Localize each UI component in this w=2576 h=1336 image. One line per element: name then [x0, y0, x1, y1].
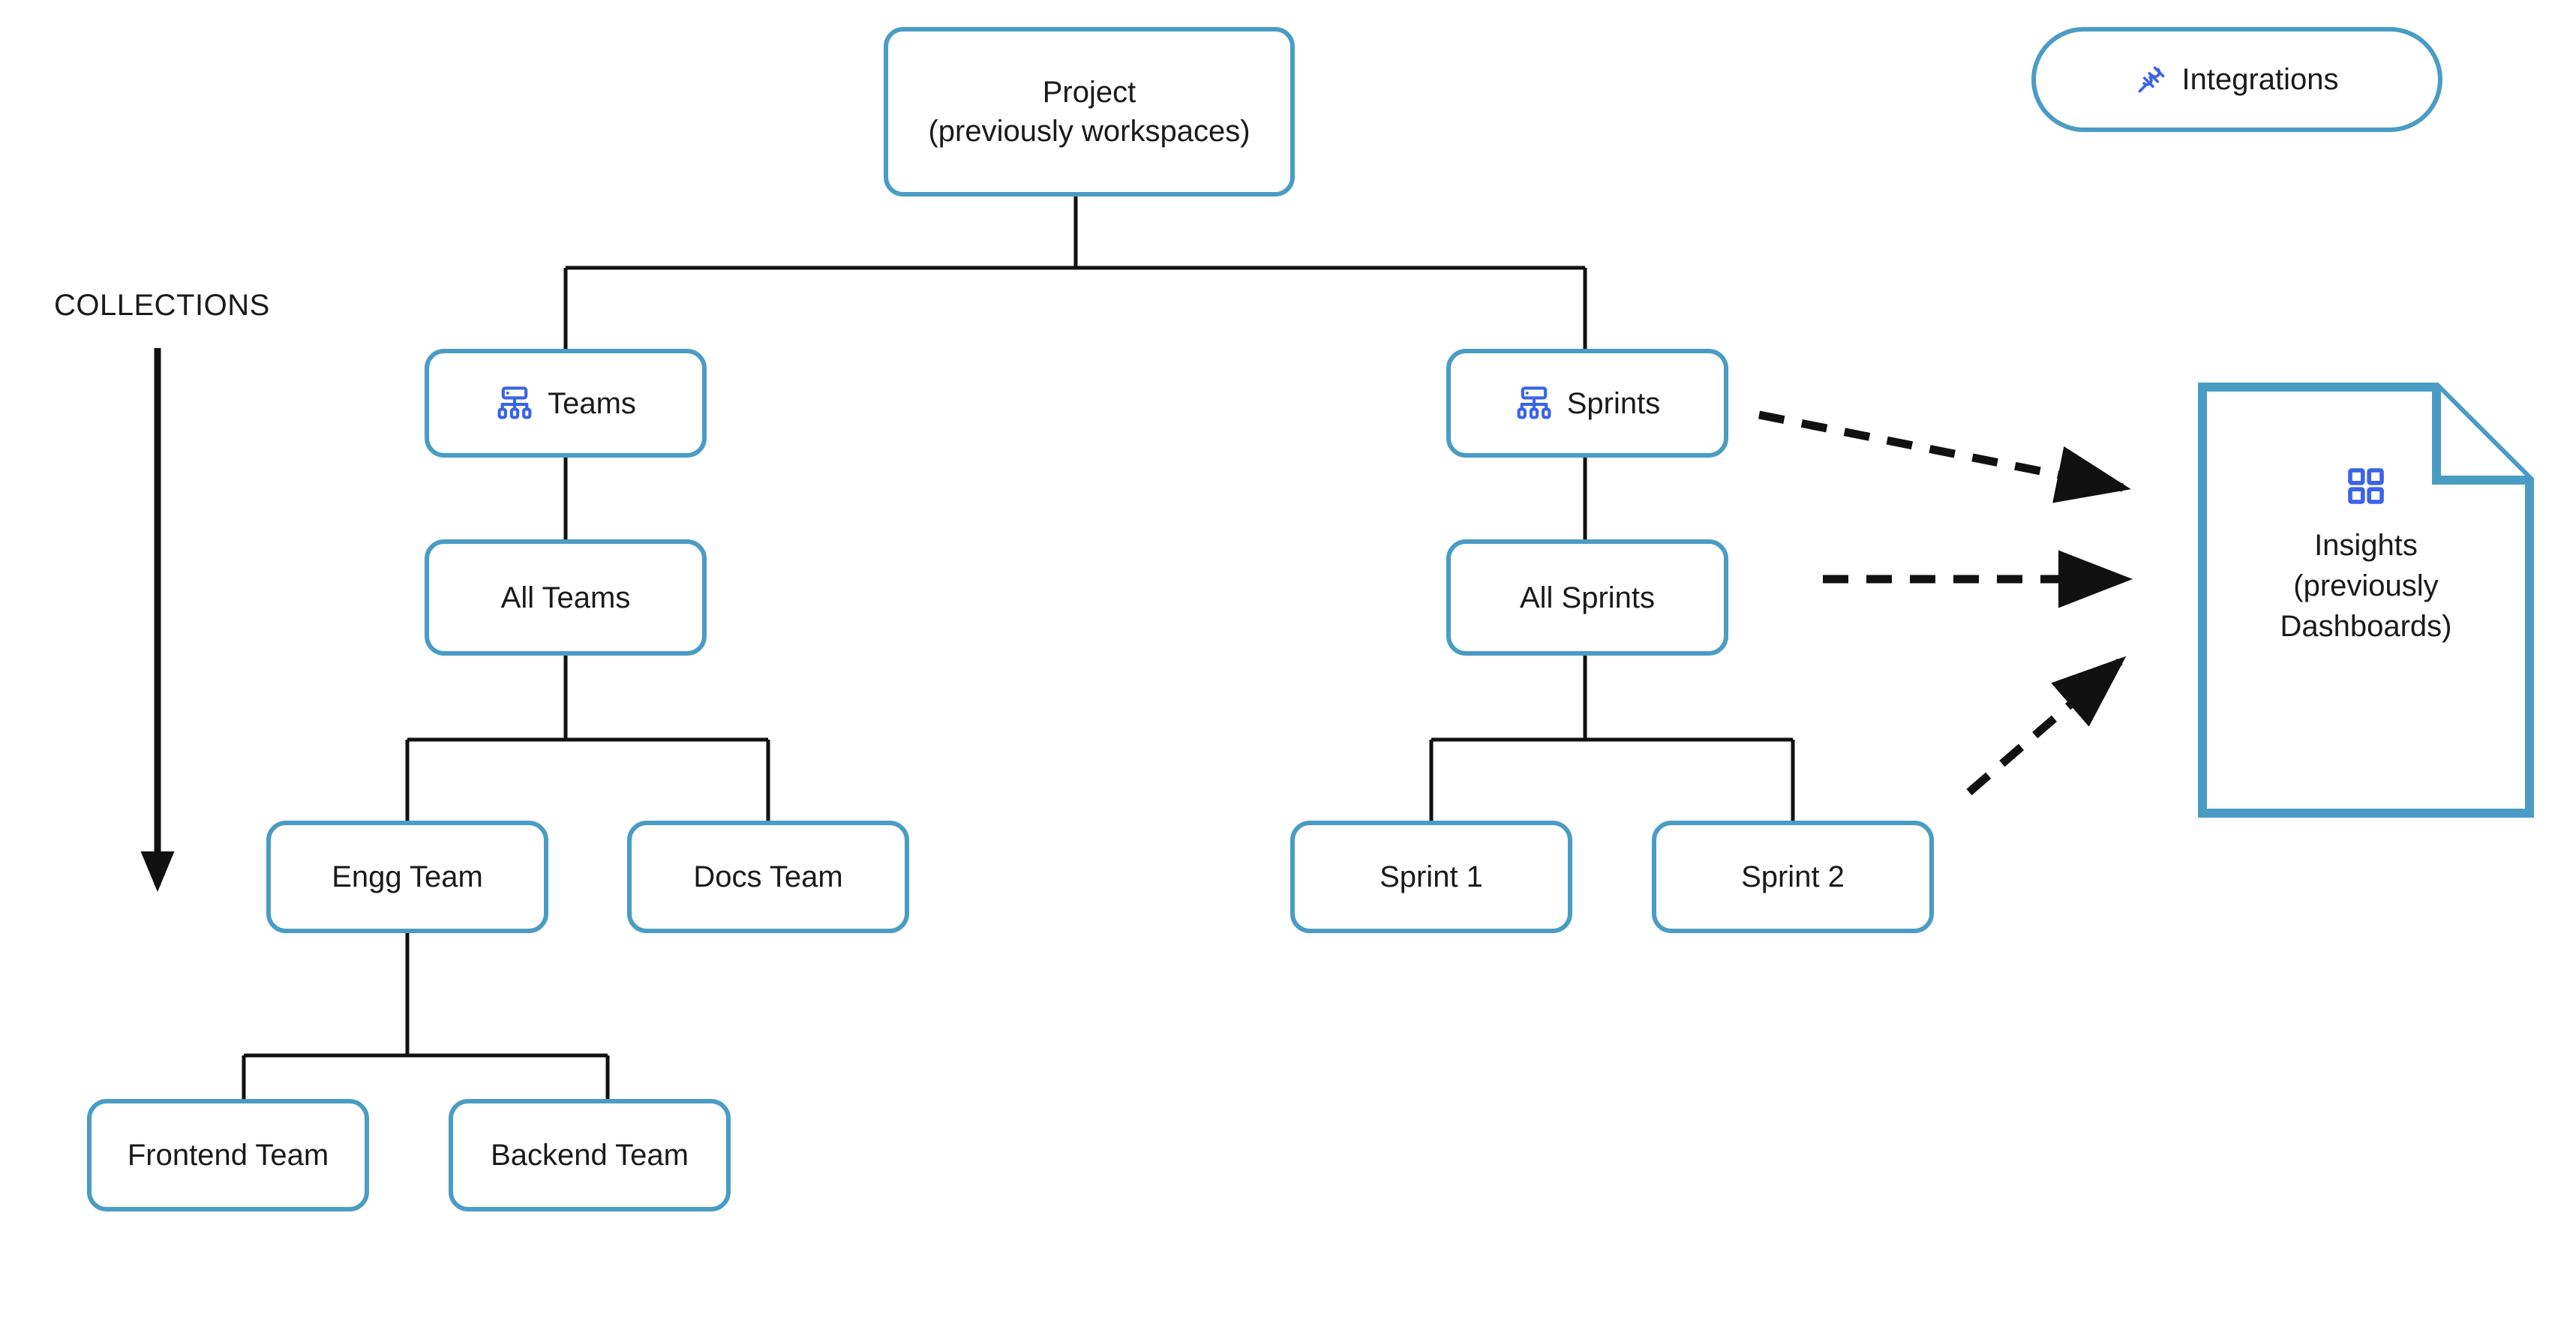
collections-direction-arrow: [140, 348, 175, 892]
node-frontend-team[interactable]: Frontend Team: [87, 1099, 369, 1211]
plug-connector-icon: [2135, 63, 2168, 96]
collections-section-label: COLLECTIONS: [54, 289, 270, 322]
hierarchy-icon: [495, 384, 534, 423]
node-integrations-label: Integrations: [2181, 63, 2339, 96]
node-all-teams-label: All Teams: [500, 581, 631, 614]
node-engg-team[interactable]: Engg Team: [266, 821, 548, 933]
node-all-teams[interactable]: All Teams: [425, 539, 707, 656]
node-all-sprints-label: All Sprints: [1519, 581, 1656, 614]
node-sprint-1[interactable]: Sprint 1: [1290, 821, 1572, 933]
edge-sprint2-insights: [1966, 656, 2127, 796]
node-sprint-2[interactable]: Sprint 2: [1652, 821, 1934, 933]
node-integrations[interactable]: Integrations: [2031, 27, 2442, 132]
node-engg-team-label: Engg Team: [332, 860, 483, 893]
edge-sprints-insights: [1758, 410, 2131, 503]
node-project[interactable]: Project (previously workspaces): [884, 27, 1295, 197]
node-teams[interactable]: Teams: [425, 349, 707, 458]
node-sprints-label: Sprints: [1566, 386, 1661, 420]
node-project-label: Project (previously workspaces): [928, 76, 1250, 148]
dashboard-grid-icon: [2345, 465, 2387, 507]
node-backend-team[interactable]: Backend Team: [449, 1099, 731, 1211]
node-docs-team[interactable]: Docs Team: [627, 821, 909, 933]
node-docs-team-label: Docs Team: [693, 860, 843, 893]
node-backend-team-label: Backend Team: [491, 1139, 689, 1172]
node-insights-label: Insights (previously Dashboards): [2280, 529, 2452, 643]
node-sprint-2-label: Sprint 2: [1741, 860, 1845, 893]
document-folded-corner-shape: [2198, 383, 2534, 818]
node-teams-label: Teams: [548, 386, 636, 420]
node-sprints[interactable]: Sprints: [1446, 349, 1728, 458]
node-all-sprints[interactable]: All Sprints: [1446, 539, 1728, 656]
node-frontend-team-label: Frontend Team: [127, 1139, 329, 1172]
hierarchy-icon: [1515, 384, 1554, 423]
node-sprint-1-label: Sprint 1: [1380, 860, 1483, 893]
node-insights[interactable]: Insights (previously Dashboards): [2198, 383, 2534, 818]
